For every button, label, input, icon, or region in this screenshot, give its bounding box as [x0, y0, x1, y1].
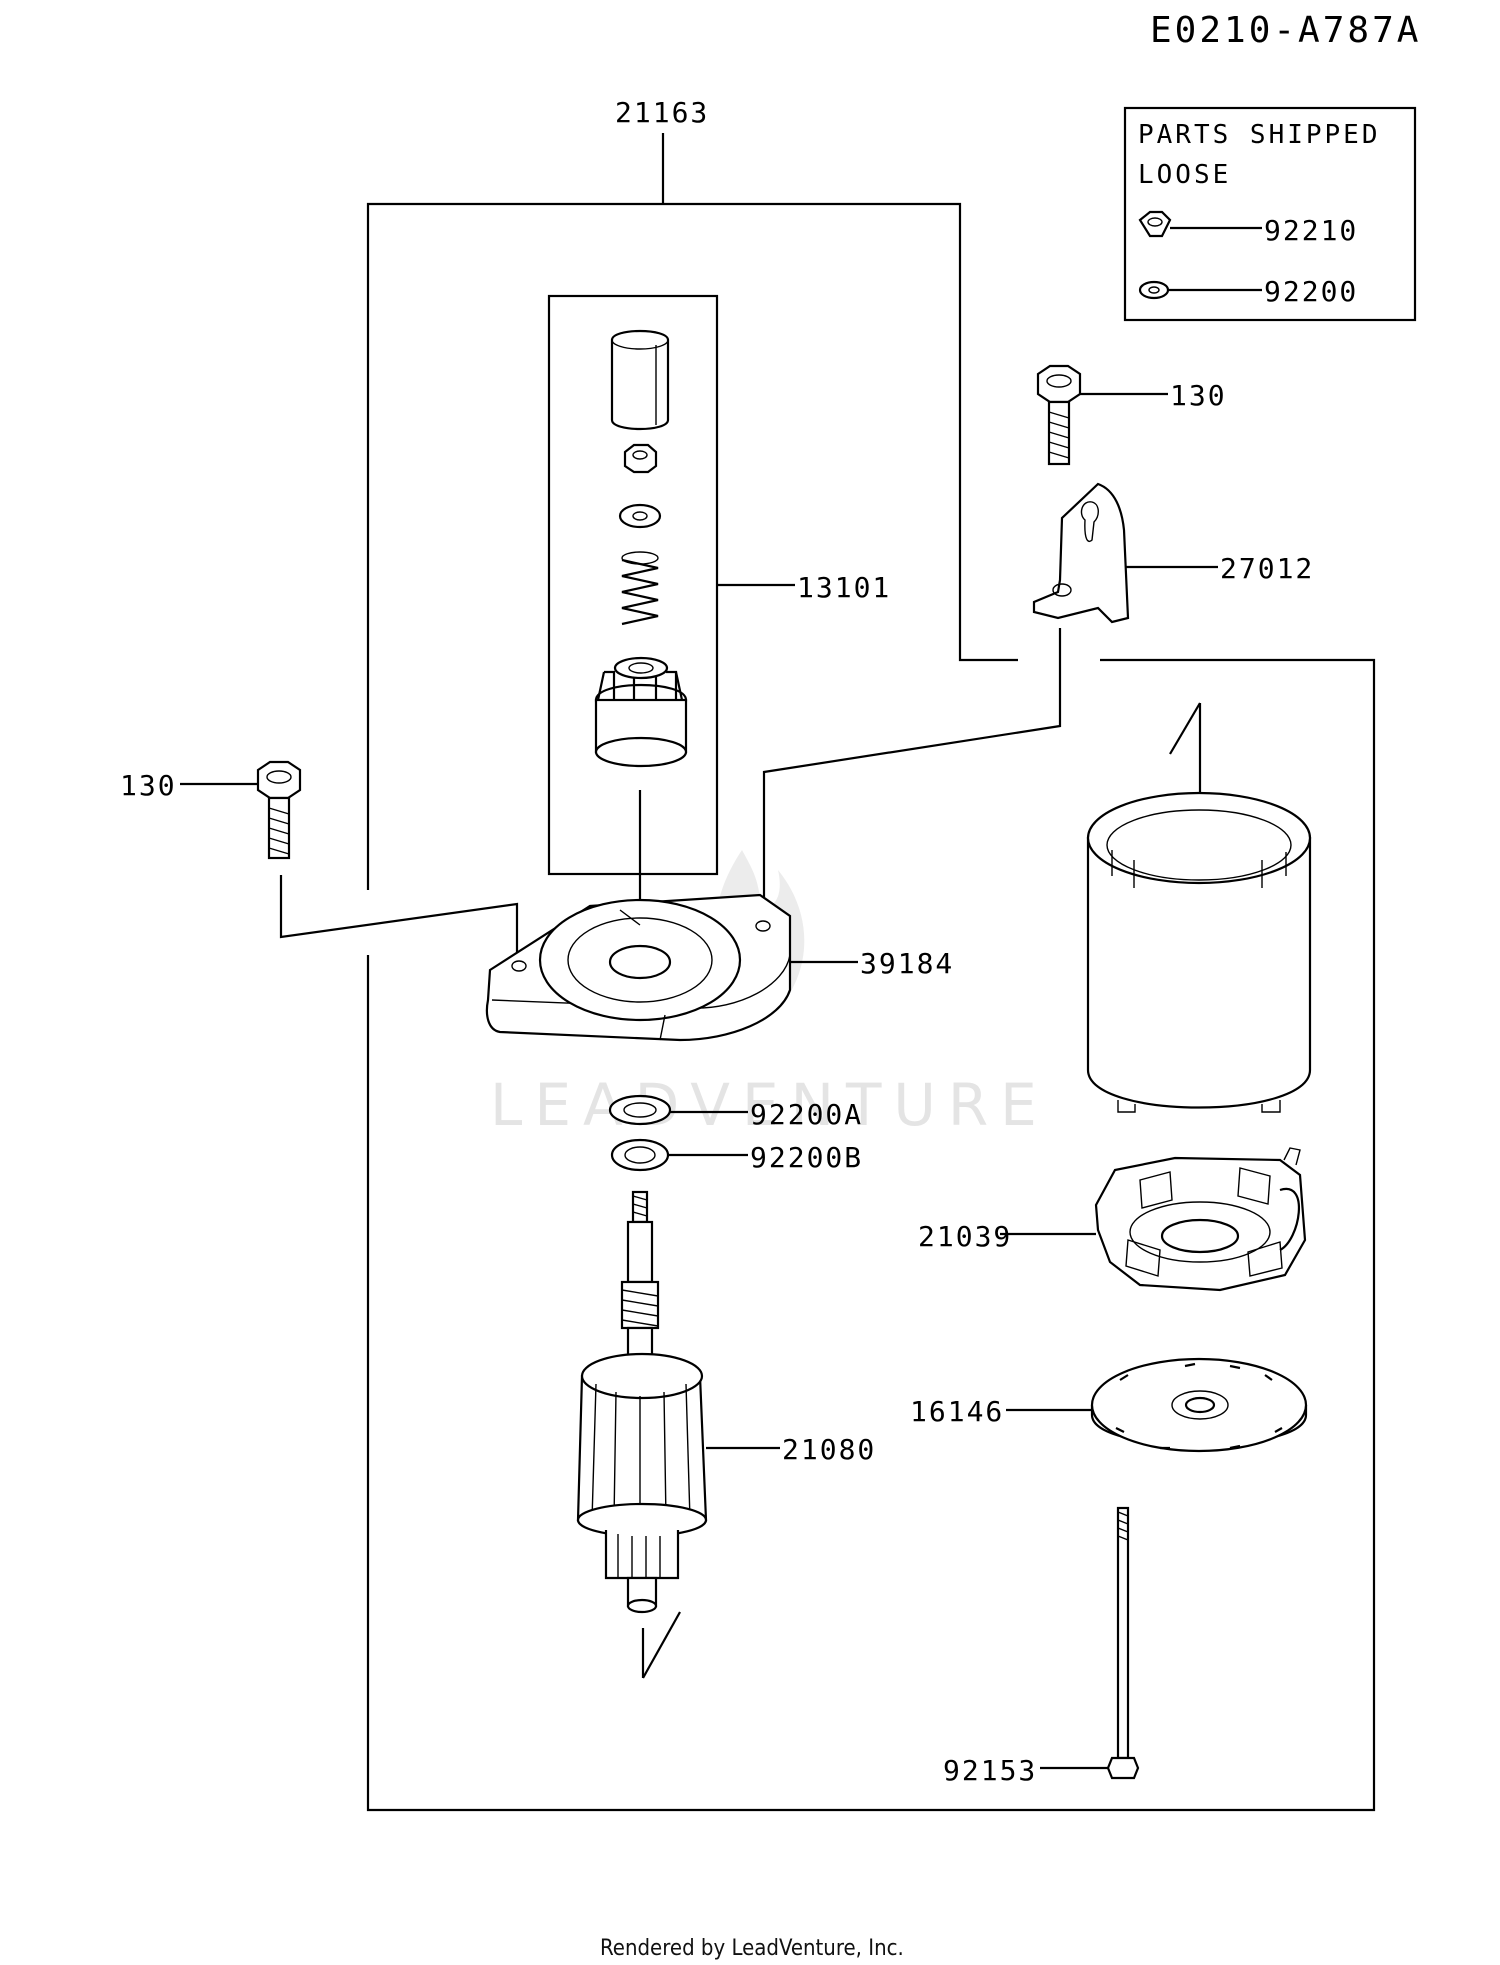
armature[interactable]	[576, 1190, 708, 1614]
diagram-id: E0210-A787A	[1150, 10, 1421, 51]
end-bracket[interactable]	[485, 893, 792, 1042]
loose-part-92200[interactable]: 92200	[1264, 275, 1358, 308]
bolt-left[interactable]	[256, 760, 302, 860]
label-16146[interactable]: 16146	[910, 1395, 1004, 1428]
washer-icon	[1138, 280, 1170, 300]
box-title-line1: PARTS SHIPPED	[1138, 120, 1381, 150]
label-92200b[interactable]: 92200B	[750, 1141, 863, 1174]
label-13101[interactable]: 13101	[797, 571, 891, 604]
shim-92200a[interactable]	[608, 1094, 672, 1126]
shim-92200b[interactable]	[610, 1138, 670, 1172]
pinion-washer[interactable]	[618, 503, 662, 529]
label-27012[interactable]: 27012	[1220, 552, 1314, 585]
label-92200a[interactable]: 92200A	[750, 1098, 863, 1131]
watermark-text: LEADVENTURE	[490, 1071, 1049, 1139]
loose-part-92210[interactable]: 92210	[1264, 214, 1358, 247]
nut-icon	[1138, 210, 1172, 238]
pinion-stop-collar[interactable]	[610, 330, 670, 430]
label-21039[interactable]: 21039	[918, 1220, 1012, 1253]
pinion-gear[interactable]	[594, 656, 688, 768]
footer-credit: Rendered by LeadVenture, Inc.	[600, 1936, 904, 1961]
label-130-left[interactable]: 130	[120, 769, 177, 802]
parts-shipped-loose-box: PARTS SHIPPED LOOSE 92210 92200	[1123, 106, 1417, 322]
bolt-top[interactable]	[1036, 364, 1082, 466]
label-39184[interactable]: 39184	[860, 947, 954, 980]
box-title-line2: LOOSE	[1138, 160, 1231, 190]
brush-holder[interactable]	[1094, 1147, 1307, 1292]
bracket[interactable]	[1032, 482, 1130, 624]
label-92153[interactable]: 92153	[943, 1754, 1037, 1787]
label-21163[interactable]: 21163	[615, 96, 709, 129]
through-bolt[interactable]	[1106, 1506, 1140, 1780]
label-130-top[interactable]: 130	[1170, 379, 1227, 412]
yoke[interactable]	[1086, 791, 1312, 1113]
pinion-nut[interactable]	[623, 443, 658, 474]
label-21080[interactable]: 21080	[782, 1433, 876, 1466]
brush-plate[interactable]	[1090, 1357, 1308, 1453]
pinion-spring[interactable]	[621, 551, 659, 626]
